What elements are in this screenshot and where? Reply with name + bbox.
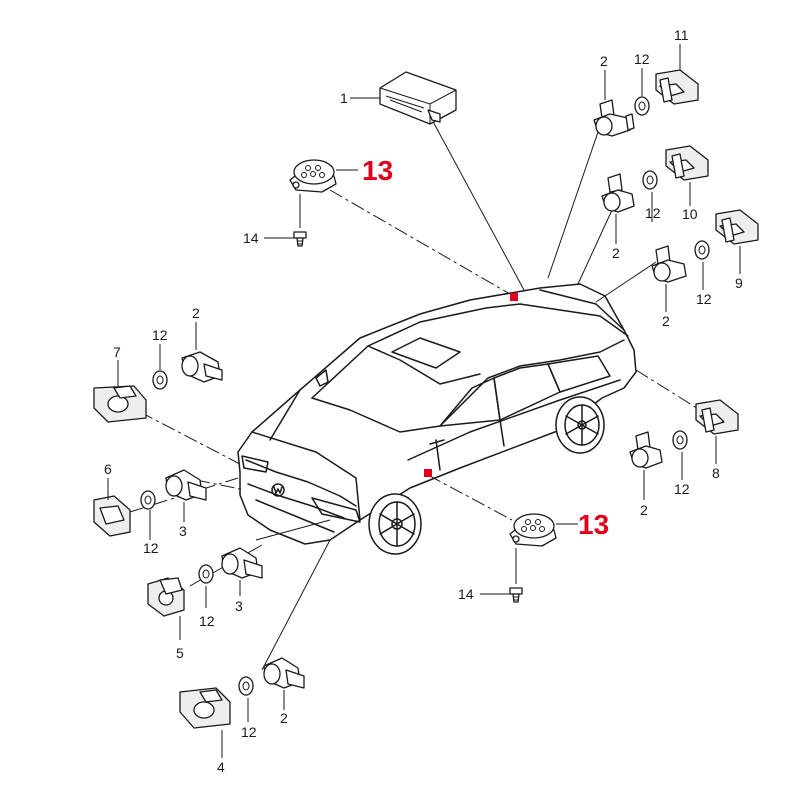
bracket-part-10 xyxy=(665,145,709,181)
callout-part-13-upper: 13 xyxy=(362,155,393,186)
control-unit-part xyxy=(379,71,457,125)
part-number-labels: 1 2 12 11 13 14 10 12 2 9 12 2 7 12 2 6 … xyxy=(104,27,743,775)
label-part-12-rear-right: 12 xyxy=(674,481,690,497)
screw-part-lower xyxy=(509,587,523,603)
label-part-12-mid: 12 xyxy=(645,205,661,221)
bracket-part-4 xyxy=(179,687,231,729)
label-part-12-front: 12 xyxy=(199,613,215,629)
sensor-part-right xyxy=(651,245,687,283)
label-part-14-lower: 14 xyxy=(458,586,474,602)
label-part-7: 7 xyxy=(113,344,121,360)
bracket-part-7 xyxy=(93,385,147,423)
label-part-2-rear-right: 2 xyxy=(640,502,648,518)
ring-part-left xyxy=(152,370,168,390)
sensor-part-bottom xyxy=(263,657,305,689)
label-part-3-front: 3 xyxy=(235,598,243,614)
label-part-12-top: 12 xyxy=(634,51,650,67)
label-part-9: 9 xyxy=(735,275,743,291)
label-part-1: 1 xyxy=(340,90,348,106)
ring-part-bottom xyxy=(238,676,254,696)
ring-part-front xyxy=(198,564,214,584)
label-part-12-left: 12 xyxy=(152,327,168,343)
lower-sensor-location-marker xyxy=(424,469,432,477)
sensor-part-top xyxy=(593,99,635,137)
ring-part-rear-right xyxy=(672,430,688,450)
ring-part-top xyxy=(634,96,650,116)
label-part-2-top: 2 xyxy=(600,53,608,69)
sensor-part-front xyxy=(221,547,263,579)
label-part-6: 6 xyxy=(104,461,112,477)
sensor-part-left xyxy=(181,351,223,383)
sensor-part-rear-right xyxy=(629,431,663,469)
label-part-2-right: 2 xyxy=(662,313,670,329)
bracket-part-8 xyxy=(695,399,739,435)
label-part-2-bottom: 2 xyxy=(280,710,288,726)
warning-buzzer-part-upper xyxy=(289,159,337,193)
label-part-12-front-left: 12 xyxy=(143,540,159,556)
ring-part-front-left xyxy=(140,490,156,510)
label-part-12-bottom: 12 xyxy=(241,724,257,740)
label-part-4: 4 xyxy=(217,759,225,775)
label-part-11: 11 xyxy=(674,27,689,43)
upper-sensor-location-marker xyxy=(510,293,518,301)
car-illustration xyxy=(237,283,637,555)
sensor-part-front-left xyxy=(165,469,207,501)
bracket-part-5 xyxy=(147,577,185,617)
label-part-3-front-left: 3 xyxy=(179,523,187,539)
screw-part-upper xyxy=(293,231,307,247)
bracket-part-6 xyxy=(93,495,131,537)
label-part-8: 8 xyxy=(712,465,720,481)
bracket-part-11 xyxy=(655,69,699,105)
label-part-2-left: 2 xyxy=(192,305,200,321)
callout-part-13-lower: 13 xyxy=(578,509,609,540)
label-part-14-upper: 14 xyxy=(243,230,259,246)
sensor-part-mid xyxy=(601,173,635,213)
label-part-2-mid: 2 xyxy=(612,245,620,261)
ring-part-right xyxy=(694,240,710,260)
label-part-12-right: 12 xyxy=(696,291,712,307)
label-part-10: 10 xyxy=(682,206,698,222)
label-part-5: 5 xyxy=(176,645,184,661)
ring-part-mid xyxy=(642,170,658,190)
bracket-part-9 xyxy=(715,209,759,245)
warning-buzzer-part-lower xyxy=(509,513,557,547)
